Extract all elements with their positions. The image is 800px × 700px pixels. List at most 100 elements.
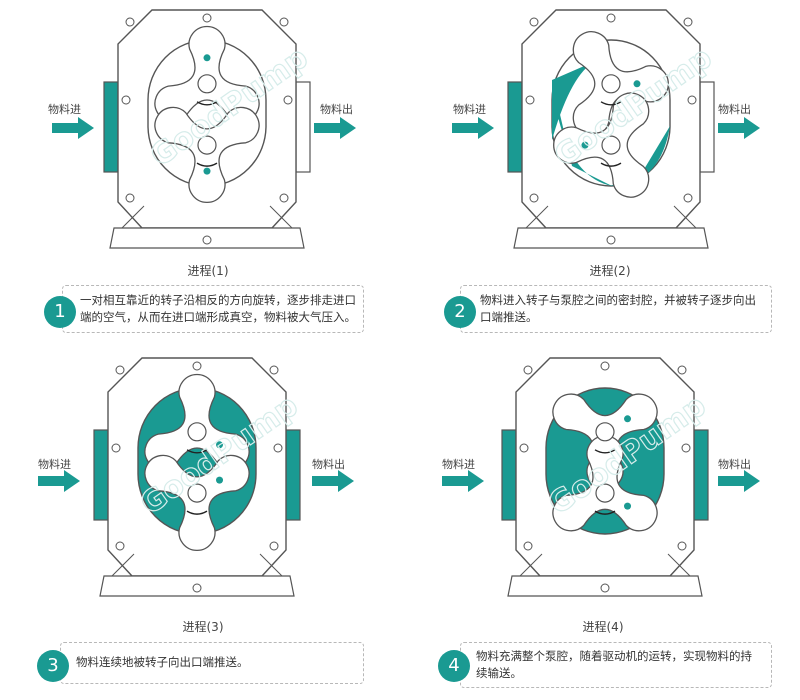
rotor-shaft: [197, 135, 217, 155]
rotor-marker: [624, 502, 632, 510]
stage-panel-4: GoodPump 物料进 物料出 进程(4) 4 物料充满整个泵腔，随着驱动机的…: [400, 350, 800, 700]
stage-title: 进程(1): [187, 264, 229, 278]
rotor-lower: [154, 106, 260, 203]
inlet-flange: [501, 429, 517, 521]
rotation-arrow-icon: [196, 162, 218, 167]
rotor-shaft: [601, 135, 621, 155]
outlet-arrow-icon: [718, 470, 760, 492]
bolt-hole: [111, 443, 121, 453]
inlet-label: 物料进: [442, 458, 475, 471]
pump-group: GoodPump: [452, 9, 760, 249]
bolt-hole: [523, 365, 533, 375]
rotation-arrow-icon: [600, 162, 622, 167]
bolt-hole: [600, 361, 610, 371]
rotor-lower: [144, 454, 250, 551]
rotor-marker: [203, 167, 211, 175]
inlet-flange: [93, 429, 109, 521]
bolt-hole: [523, 541, 533, 551]
base-brace-left: [121, 205, 145, 229]
stage-title: 进程(4): [582, 620, 624, 634]
bolt-hole: [121, 95, 131, 105]
outlet-label: 物料出: [312, 458, 345, 471]
inlet-arrow-icon: [52, 117, 94, 139]
stage-title: 进程(3): [182, 620, 224, 634]
base-brace-right: [259, 553, 283, 577]
inlet-label: 物料进: [48, 103, 81, 116]
step-number-badge: 1: [44, 296, 76, 328]
bolt-hole: [606, 13, 616, 23]
bolt-hole: [125, 17, 135, 27]
pump-diagram-3: GoodPump: [38, 357, 354, 597]
bolt-hole: [269, 365, 279, 375]
base-brace-left: [525, 205, 549, 229]
rotor-marker: [216, 476, 224, 484]
inlet-flange: [507, 81, 523, 173]
bolt-hole: [279, 17, 289, 27]
rotor-lower: [553, 92, 650, 198]
inlet-arrow-icon: [442, 470, 484, 492]
rotation-arrow-icon: [594, 510, 616, 515]
outlet-label: 物料出: [718, 458, 751, 471]
bolt-hole: [202, 235, 212, 245]
bolt-hole: [677, 365, 687, 375]
step-description: 物料进入转子与泵腔之间的密封腔，并被转子逐步向出口端推送。: [480, 293, 756, 324]
inlet-flange: [103, 81, 119, 173]
rotor-marker: [203, 54, 211, 62]
inlet-arrow-icon: [452, 117, 494, 139]
step-number-badge: 4: [438, 650, 470, 682]
bolt-hole: [115, 541, 125, 551]
rotor-shaft: [595, 422, 615, 442]
outlet-arrow-icon: [718, 117, 760, 139]
pump-diagram-1: GoodPump: [52, 9, 356, 249]
step-description: 物料充满整个泵腔，随着驱动机的运转，实现物料的持续输送。: [476, 649, 752, 680]
base-brace-right: [673, 205, 697, 229]
bolt-hole: [677, 541, 687, 551]
bolt-hole: [683, 17, 693, 27]
outlet-label: 物料出: [320, 103, 353, 116]
rotor-shaft: [197, 74, 217, 94]
rotor-marker: [216, 441, 224, 449]
bolt-hole: [525, 95, 535, 105]
rotor-shaft: [187, 422, 207, 442]
inlet-label: 物料进: [453, 103, 486, 116]
rotor-upper: [572, 31, 669, 137]
bolt-hole: [687, 95, 697, 105]
inlet-arrow-icon: [38, 470, 80, 492]
bolt-hole: [606, 235, 616, 245]
inlet-label: 物料进: [38, 458, 71, 471]
bolt-hole: [529, 193, 539, 203]
bolt-hole: [273, 443, 283, 453]
bolt-hole: [192, 583, 202, 593]
step-description: 一对相互靠近的转子沿相反的方向旋转，逐步排走进口端的空气，从而在进口端形成真空，…: [80, 293, 356, 324]
bolt-hole: [283, 95, 293, 105]
bolt-hole: [600, 583, 610, 593]
base-brace-right: [269, 205, 293, 229]
pump-group: GoodPump: [38, 357, 354, 597]
rotation-arrow-icon: [186, 449, 208, 454]
base-brace-right: [667, 553, 691, 577]
base-brace-left: [519, 553, 543, 577]
bolt-hole: [115, 365, 125, 375]
rotor-marker: [633, 80, 641, 88]
bolt-hole: [192, 361, 202, 371]
material-fill: [552, 60, 598, 140]
pump-group: GoodPump: [52, 9, 356, 249]
outlet-label: 物料出: [718, 103, 751, 116]
bolt-hole: [269, 541, 279, 551]
bolt-hole: [279, 193, 289, 203]
pump-group: GoodPump: [442, 357, 760, 597]
rotor-shaft: [595, 483, 615, 503]
bolt-hole: [683, 193, 693, 203]
outlet-flange: [699, 81, 715, 173]
rotor-shaft: [601, 74, 621, 94]
base-brace-left: [111, 553, 135, 577]
step-number-badge: 3: [37, 650, 69, 682]
step-number-badge: 2: [444, 296, 476, 328]
rotation-arrow-icon: [600, 101, 622, 106]
rotor-shaft: [187, 483, 207, 503]
rotation-arrow-icon: [196, 101, 218, 106]
step-description: 物料连续地被转子向出口端推送。: [76, 655, 249, 669]
bolt-hole: [125, 193, 135, 203]
pump-diagram-2: GoodPump: [452, 9, 760, 249]
stage-panel-1: GoodPump 物料进 物料出 进程(1) 1 一对相互靠近的转子沿相反的方向…: [0, 0, 400, 350]
